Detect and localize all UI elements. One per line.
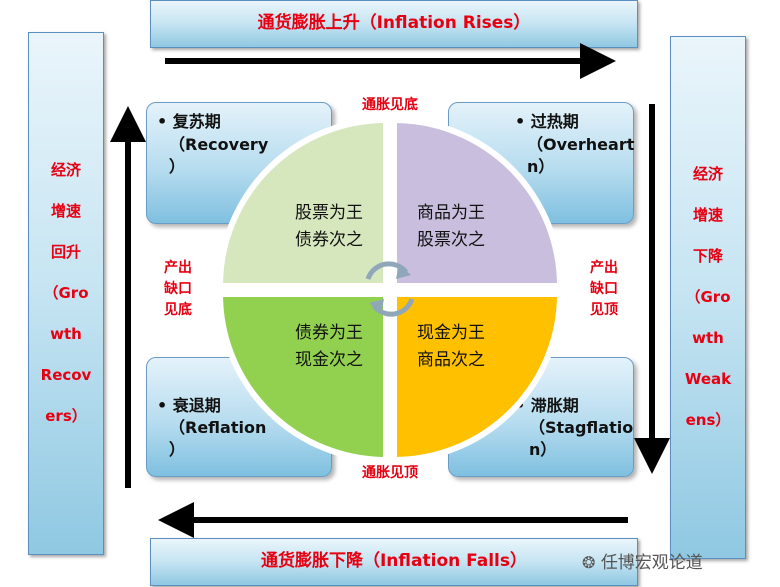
cycle-arrow-bottom-head [369,299,384,314]
quadrant-bottom-right-text: 现金为王 商品次之 [401,320,501,374]
quadrant-bottom-right [391,291,564,464]
quadrant-top-right-line1: 商品为王 [417,203,485,223]
growth-recovers-line: Recov [40,366,92,384]
growth-recovers-line: wth [50,325,82,343]
stagflation-phase-english-end: n） [529,440,557,459]
overheat-phase-english: （Overheart [527,135,635,154]
output-gap-trough-line: 见底 [164,302,192,318]
output-gap-trough-line: 产出 [164,260,192,276]
overheat-phase-english-end: n） [527,157,555,176]
output-gap-trough-line: 缺口 [164,281,192,297]
quadrant-bottom-left [216,291,389,464]
stagflation-phase-english: （Stagflatio [529,418,634,437]
quadrant-top-left-line2: 债券次之 [295,230,363,250]
quadrant-bottom-right-line2: 商品次之 [417,350,485,370]
growth-weakens-line: 增速 [692,206,723,224]
watermark: ❂ 任博宏观论道 [582,548,703,573]
inflation-peak-label: 通胀见顶 [362,465,418,481]
output-gap-peak-line: 缺口 [590,281,618,297]
growth-weakens-line: ens） [685,411,731,429]
quadrant-bottom-left-text: 债券为王 现金次之 [279,320,379,374]
growth-weakens-line: wth [692,329,724,347]
quadrant-top-right-line2: 股票次之 [417,230,485,250]
quadrant-bottom-left-line1: 债券为王 [295,323,363,343]
growth-recovers-line: 增速 [50,202,81,220]
output-gap-trough-label: 产出 缺口 见底 [150,258,206,321]
growth-recovers-line: 经济 [50,161,81,179]
wechat-icon: ❂ [582,553,596,572]
quadrant-bottom-right-line1: 现金为王 [417,323,485,343]
inflation-rises-banner: 通货膨胀上升（Inflation Rises） [150,0,638,48]
growth-recovers-line: （Gro [43,284,89,302]
growth-weakens-line: （Gro [685,288,731,306]
output-gap-peak-label: 产出 缺口 见顶 [576,258,632,321]
quadrant-top-left-text: 股票为王 债券次之 [279,200,379,254]
stagflation-phase-title: • 滞胀期 [515,396,579,415]
cycle-arrow-top-head [396,264,411,279]
watermark-text: 任博宏观论道 [600,553,703,573]
growth-weakens-line: Weak [684,370,732,388]
overheat-phase-title: • 过热期 [515,112,579,131]
quadrant-top-left-line1: 股票为王 [295,203,363,223]
growth-recovers-line: ers） [45,407,87,425]
growth-weakens-line: 下降 [692,247,723,265]
quadrant-top-right [391,116,564,289]
output-gap-peak-line: 产出 [590,260,618,276]
quadrant-top-right-text: 商品为王 股票次之 [401,200,501,254]
recovery-phase-english-end: ） [169,157,186,176]
reflation-phase-title: • 衰退期 [157,396,221,415]
inflation-trough-label: 通胀见底 [362,97,418,113]
recovery-phase-english: （Recovery [169,135,269,154]
quadrant-bottom-left-line2: 现金次之 [295,350,363,370]
growth-weakens-line: 经济 [692,165,723,183]
growth-recovers-line: 回升 [50,243,81,261]
growth-weakens-banner: 经济 增速 下降 （Gro wth Weak ens） [670,36,746,559]
recovery-phase-title: • 复苏期 [157,112,221,131]
reflation-phase-english: （Reflation [169,418,267,437]
reflation-phase-english-end: ） [169,440,186,459]
growth-recovers-banner: 经济 增速 回升 （Gro wth Recov ers） [28,32,104,555]
output-gap-peak-line: 见顶 [590,302,618,318]
inflation-falls-banner: 通货膨胀下降（Inflation Falls） [150,538,638,586]
quadrant-top-left [216,116,389,289]
